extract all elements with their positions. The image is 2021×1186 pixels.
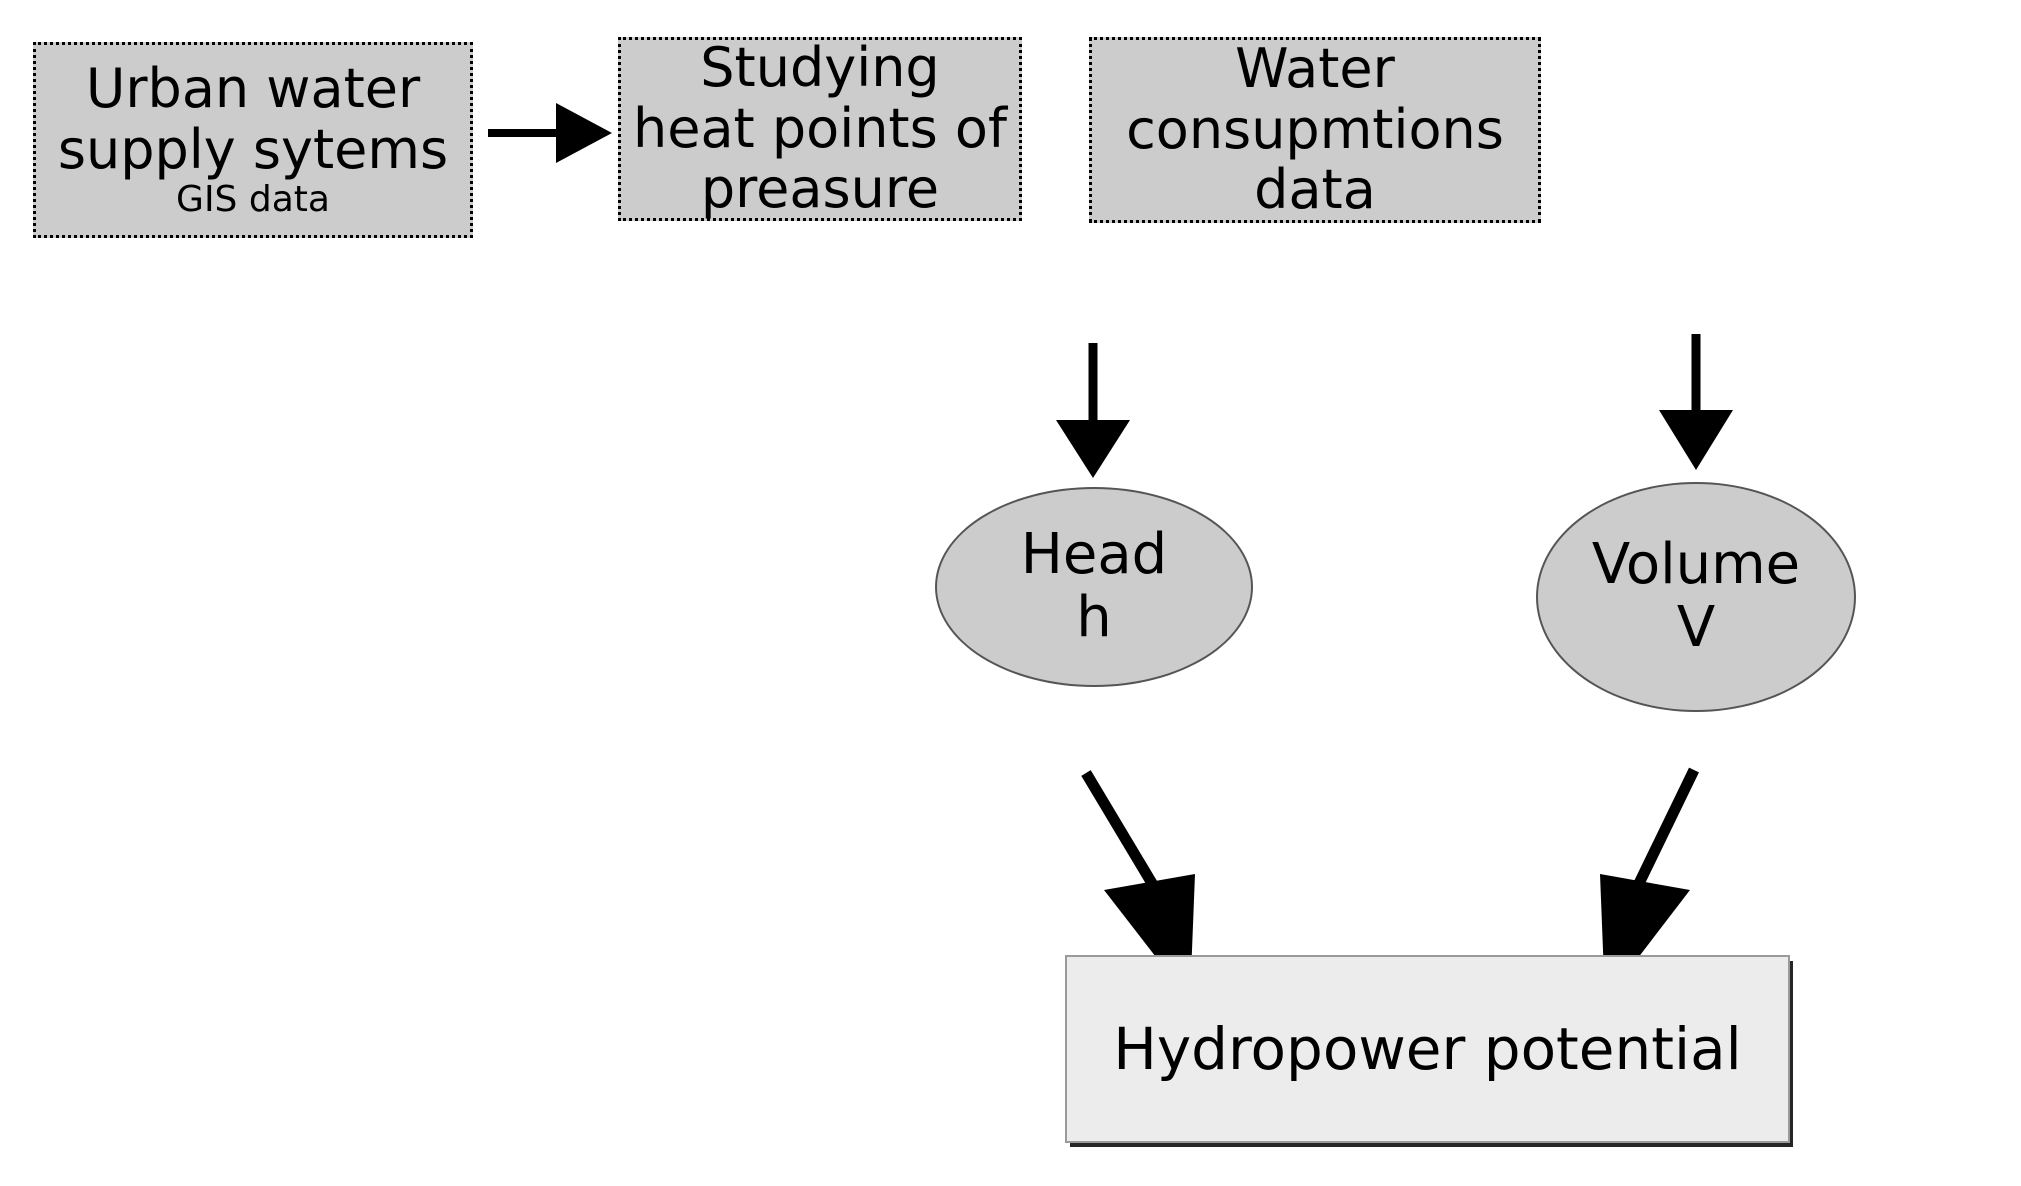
node-urban-water-supply[interactable]: Urban water supply sytems GIS data: [33, 42, 473, 238]
node-studying-heat-points-line3: preasure: [700, 157, 940, 221]
node-urban-water-supply-line3: GIS data: [176, 179, 330, 221]
node-water-consumption-line2: consupmtions: [1126, 97, 1504, 161]
node-hydropower-potential[interactable]: Hydropower potential: [1065, 955, 1790, 1143]
node-head[interactable]: Head h: [935, 487, 1253, 687]
node-volume-line2: V: [1676, 595, 1716, 660]
node-studying-heat-points-line1: Studying: [700, 36, 940, 100]
arrow-urban-to-studying: [488, 103, 612, 163]
node-hydropower-potential-label: Hydropower potential: [1113, 1014, 1742, 1083]
node-head-line2: h: [1076, 585, 1112, 650]
node-volume[interactable]: Volume V: [1536, 482, 1856, 712]
node-studying-heat-points-line2: heat points of: [633, 96, 1007, 160]
node-volume-line1: Volume: [1591, 532, 1801, 598]
node-studying-heat-points[interactable]: Studying heat points of preasure: [618, 37, 1022, 221]
node-water-consumption[interactable]: Water consupmtions data: [1089, 37, 1541, 223]
node-water-consumption-line1: Water: [1235, 37, 1395, 101]
node-water-consumption-line3: data: [1254, 158, 1376, 222]
arrow-studying-to-head: [1056, 343, 1130, 478]
node-urban-water-supply-line1: Urban water: [85, 57, 421, 121]
arrow-consumption-to-volume: [1659, 334, 1733, 470]
node-urban-water-supply-line2: supply sytems: [57, 117, 449, 181]
node-head-line1: Head: [1020, 522, 1168, 588]
